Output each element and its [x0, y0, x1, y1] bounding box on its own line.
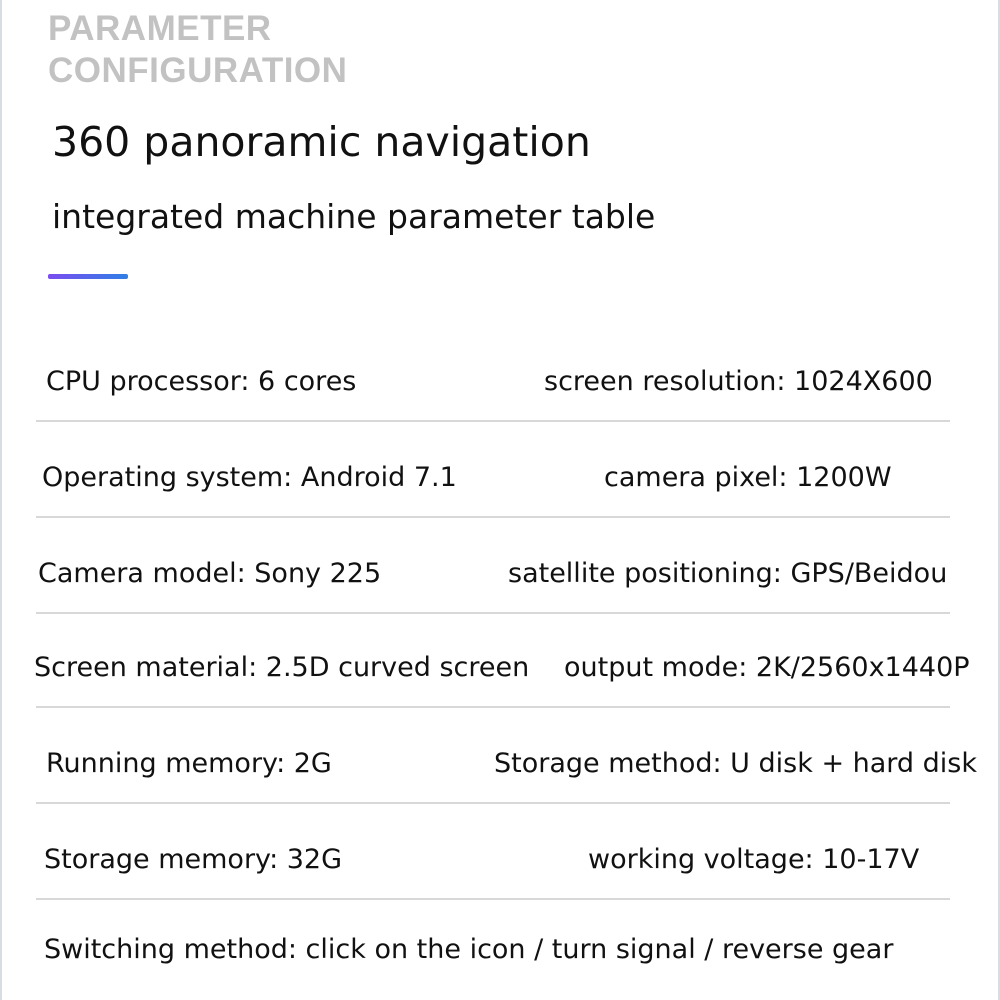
param-row-os: Operating system: Android 7.1 camera pix…: [36, 458, 950, 518]
row-divider: [36, 516, 950, 518]
page-subtitle: integrated machine parameter table: [52, 197, 656, 236]
param-row-storage: Storage memory: 32G working voltage: 10-…: [36, 840, 950, 900]
row-divider: [36, 706, 950, 708]
param-running-memory: Running memory: 2G: [46, 748, 332, 779]
param-row-memory: Running memory: 2G Storage method: U dis…: [36, 744, 977, 804]
param-row-screen: Screen material: 2.5D curved screen outp…: [34, 648, 970, 708]
right-edge-border: [998, 0, 1000, 1000]
row-divider: [36, 898, 950, 900]
param-operating-system: Operating system: Android 7.1: [42, 462, 457, 493]
param-cpu-processor: CPU processor: 6 cores: [46, 366, 357, 397]
section-eyebrow: PARAMETER CONFIGURATION: [48, 9, 348, 90]
param-switching-method: Switching method: click on the icon / tu…: [44, 934, 894, 965]
param-output-mode: output mode: 2K/2560x1440P: [564, 652, 970, 683]
param-camera-pixel: camera pixel: 1200W: [604, 462, 892, 493]
param-screen-resolution: screen resolution: 1024X600: [544, 366, 933, 397]
row-divider: [36, 420, 950, 422]
param-row-cpu: CPU processor: 6 cores screen resolution…: [36, 362, 950, 422]
param-storage-memory: Storage memory: 32G: [44, 844, 343, 875]
left-edge-border: [0, 0, 2, 1000]
accent-underline-bar: [48, 274, 128, 279]
param-screen-material: Screen material: 2.5D curved screen: [34, 652, 530, 683]
param-camera-model: Camera model: Sony 225: [38, 558, 382, 589]
row-divider: [36, 612, 950, 614]
param-storage-method: Storage method: U disk + hard disk: [494, 748, 977, 779]
param-working-voltage: working voltage: 10-17V: [588, 844, 920, 875]
row-divider: [36, 802, 950, 804]
param-row-camera: Camera model: Sony 225 satellite positio…: [36, 554, 950, 614]
page-title: 360 panoramic navigation: [52, 118, 591, 166]
param-satellite-positioning: satellite positioning: GPS/Beidou: [508, 558, 948, 589]
